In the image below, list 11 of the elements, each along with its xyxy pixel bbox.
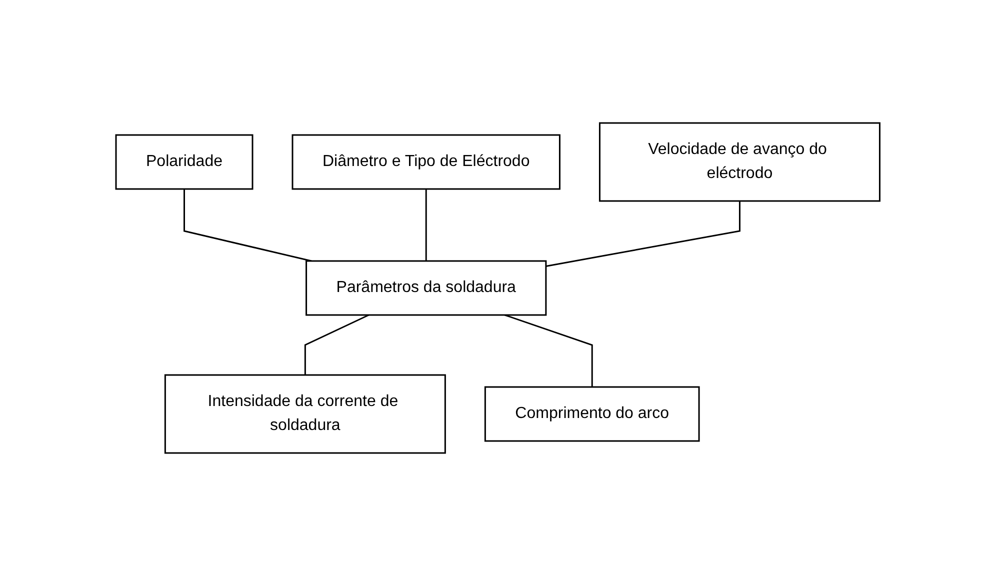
node-box: Intensidade da corrente de soldadura [164,374,446,454]
node-box: Diâmetro e Tipo de Eléctrodo [291,134,560,190]
connector [425,189,426,261]
connector [183,189,312,262]
node-box: Velocidade de avanço do eléctrodo [598,122,880,202]
connector [304,314,369,375]
connector [545,201,740,267]
node-box: Parâmetros da soldadura [305,260,546,316]
connector [504,314,592,387]
node-box: Polaridade [114,134,253,190]
node-box: Comprimento do arco [484,386,700,442]
